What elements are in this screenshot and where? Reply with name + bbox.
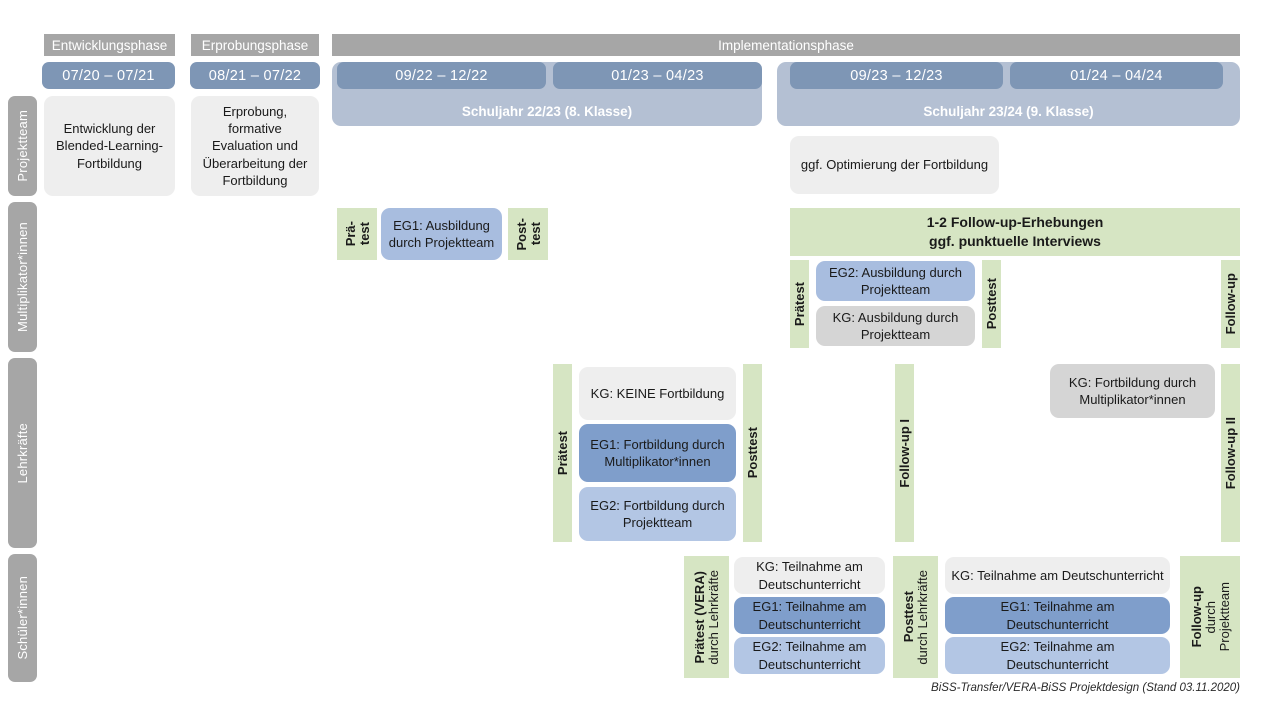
phase-header-entwicklungsphase: Entwicklungsphase — [44, 34, 175, 56]
phase-header-label: Erprobungsphase — [201, 37, 309, 53]
marker-praetest-multiplikatoren: Prä- test — [337, 208, 377, 260]
date-bar-label: 01/23 – 04/23 — [611, 67, 704, 84]
lane-label-projektteam: Projektteam — [8, 96, 37, 196]
box-eg1-teilnahme-deutschunterricht-post: EG1: Teilnahme am Deutschunterricht — [945, 597, 1170, 634]
schoolyear-label: Schuljahr 23/24 (9. Klasse) — [923, 104, 1094, 119]
box-kg-fortbildung-multiplikatoren: KG: Fortbildung durch Multiplikator*inne… — [1050, 364, 1215, 418]
box-eg1-teilnahme-deutschunterricht-pre: EG1: Teilnahme am Deutschunterricht — [734, 597, 885, 634]
phase-header-label: Implementationsphase — [718, 37, 854, 53]
marker-bold-line: Prätest (VERA) — [692, 570, 707, 664]
lane-label-lehrkraefte: Lehrkräfte — [8, 358, 37, 548]
date-bar-0123-0423: 01/23 – 04/23 — [553, 62, 762, 89]
date-bar-label: 09/23 – 12/23 — [850, 67, 943, 84]
box-kg-keine-fortbildung: KG: KEINE Fortbildung — [579, 367, 736, 420]
date-bar-0124-0424: 01/24 – 04/24 — [1010, 62, 1223, 89]
banner-followup-erhebungen: 1-2 Follow-up-Erhebungen ggf. punktuelle… — [790, 208, 1240, 256]
marker-followup-2-lehrkraefte: Follow-up II — [1221, 364, 1240, 542]
marker-line-1: Prä- — [342, 221, 358, 247]
box-erprobung-evaluation: Erprobung, formative Evaluation und Über… — [191, 96, 319, 196]
marker-sub-line: durch Lehrkräfte — [915, 569, 930, 665]
marker-followup-schueler: Follow-up durch Projektteam — [1180, 556, 1240, 678]
date-bar-label: 09/22 – 12/22 — [395, 67, 488, 84]
box-entwicklung-fortbildung: Entwicklung der Blended-Learning-Fortbil… — [44, 96, 175, 196]
phase-header-implementationsphase: Implementationsphase — [332, 34, 1240, 56]
marker-praetest-vera-schueler: Prätest (VERA) durch Lehrkräfte — [684, 556, 729, 678]
box-eg2-ausbildung-projektteam: EG2: Ausbildung durch Projektteam — [816, 261, 975, 301]
box-eg1-ausbildung-projektteam: EG1: Ausbildung durch Projektteam — [381, 208, 502, 260]
marker-sub-line-1: durch — [1202, 600, 1218, 634]
marker-posttest-multiplikatoren: Post- test — [508, 208, 548, 260]
box-kg-teilnahme-deutschunterricht-pre: KG: Teilnahme am Deutschunterricht — [734, 557, 885, 594]
marker-praetest-multiplikatoren-2: Prätest — [790, 260, 809, 348]
box-eg2-fortbildung-projektteam: EG2: Fortbildung durch Projektteam — [579, 487, 736, 541]
marker-line-2: test — [356, 222, 372, 246]
box-kg-ausbildung-projektteam: KG: Ausbildung durch Projektteam — [816, 306, 975, 346]
marker-line-1: Post- — [513, 217, 529, 251]
marker-followup-multiplikatoren: Follow-up — [1221, 260, 1240, 348]
footer-caption: BiSS-Transfer/VERA-BiSS Projektdesign (S… — [931, 682, 1240, 694]
marker-praetest-lehrkraefte: Prätest — [553, 364, 572, 542]
date-bar-label: 01/24 – 04/24 — [1070, 67, 1163, 84]
box-eg1-fortbildung-multiplikatoren: EG1: Fortbildung durch Multiplikator*inn… — [579, 424, 736, 482]
schoolyear-label: Schuljahr 22/23 (8. Klasse) — [461, 104, 633, 119]
phase-header-label: Entwicklungsphase — [51, 37, 168, 53]
banner-line-1: 1-2 Follow-up-Erhebungen — [926, 214, 1104, 231]
marker-sub-line: durch Lehrkräfte — [706, 569, 721, 665]
box-eg2-teilnahme-deutschunterricht-post: EG2: Teilnahme am Deutschunterricht — [945, 637, 1170, 674]
date-bar-0923-1223: 09/23 – 12/23 — [790, 62, 1003, 89]
banner-line-2: ggf. punktuelle Interviews — [929, 233, 1101, 249]
date-bar-label: 08/21 – 07/22 — [208, 67, 302, 84]
phase-header-erprobungsphase: Erprobungsphase — [191, 34, 319, 56]
marker-bold-line: Follow-up — [1188, 586, 1204, 648]
marker-posttest-schueler: Posttest durch Lehrkräfte — [893, 556, 938, 678]
marker-sub-line-2: Projektteam — [1216, 582, 1232, 652]
date-bar-0821-0722: 08/21 – 07/22 — [190, 62, 320, 89]
date-bar-0922-1222: 09/22 – 12/22 — [337, 62, 546, 89]
date-bar-label: 07/20 – 07/21 — [62, 67, 155, 84]
lane-label-multiplikatorinnen: Multiplikator*innen — [8, 202, 37, 352]
lane-label-schuelerinnen: Schüler*innen — [8, 554, 37, 682]
marker-followup-1-lehrkraefte: Follow-up I — [895, 364, 914, 542]
marker-posttest-multiplikatoren-2: Posttest — [982, 260, 1001, 348]
box-kg-teilnahme-deutschunterricht-post: KG: Teilnahme am Deutschunterricht — [945, 557, 1170, 594]
marker-line-2: test — [527, 222, 543, 246]
date-bar-0720-0721: 07/20 – 07/21 — [42, 62, 175, 89]
box-eg2-teilnahme-deutschunterricht-pre: EG2: Teilnahme am Deutschunterricht — [734, 637, 885, 674]
box-optimierung-fortbildung: ggf. Optimierung der Fortbildung — [790, 136, 999, 194]
marker-bold-line: Posttest — [901, 591, 916, 643]
marker-posttest-lehrkraefte: Posttest — [743, 364, 762, 542]
